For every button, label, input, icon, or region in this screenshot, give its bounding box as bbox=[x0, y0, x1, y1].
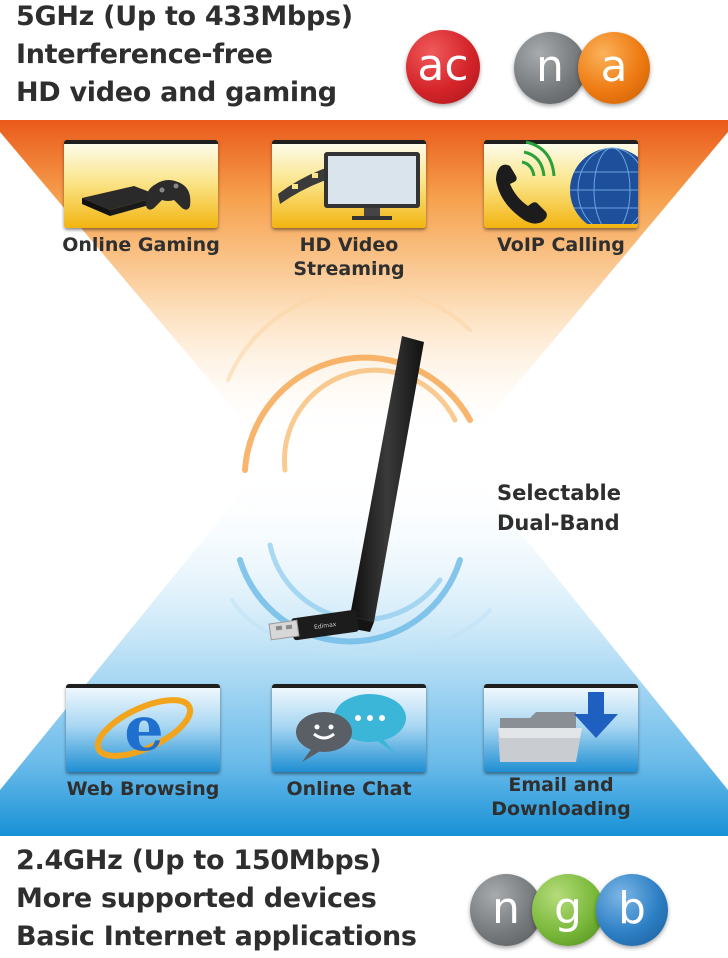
ac-badge-icon: ac bbox=[406, 30, 480, 104]
bottom-heading-line: 2.4GHz (Up to 150Mbps) bbox=[16, 845, 382, 876]
tile-label: VoIP Calling bbox=[476, 233, 646, 257]
g-badge-icon: g bbox=[532, 874, 604, 946]
tile-label-line: HD Video bbox=[299, 234, 399, 256]
top-heading: 5GHz (Up to 433Mbps) Interference-free H… bbox=[16, 0, 353, 112]
dual-band-label-line: Selectable bbox=[497, 481, 621, 505]
tile-label-line: Streaming bbox=[293, 258, 405, 280]
tile-label-line: Web Browsing bbox=[66, 778, 220, 800]
tile-online-chat bbox=[272, 684, 426, 772]
tile-label-line: Online Chat bbox=[286, 778, 412, 800]
tile-hd-video-streaming bbox=[272, 140, 426, 228]
n-badge-icon: n bbox=[470, 874, 542, 946]
dual-band-label: Selectable Dual-Band bbox=[497, 478, 621, 538]
tile-label: Online Chat bbox=[264, 777, 434, 801]
bottom-heading-line: More supported devices bbox=[16, 883, 377, 914]
badge-letter: ac bbox=[417, 39, 469, 91]
tile-label-line: Downloading bbox=[491, 798, 631, 820]
film-monitor-icon bbox=[278, 152, 420, 220]
tile-label-line: Email and bbox=[508, 774, 614, 796]
top-heading-line: 5GHz (Up to 433Mbps) bbox=[16, 1, 353, 32]
top-heading-line: Interference-free bbox=[16, 39, 273, 70]
chat-bubbles-icon bbox=[296, 694, 406, 762]
badge-letter: g bbox=[554, 882, 582, 934]
tile-email-downloading bbox=[484, 684, 638, 772]
web-browser-icon: e bbox=[94, 692, 194, 765]
tile-label-line: VoIP Calling bbox=[497, 234, 625, 256]
bottom-heading: 2.4GHz (Up to 150Mbps) More supported de… bbox=[16, 842, 417, 956]
phone-globe-icon bbox=[496, 140, 638, 224]
tile-voip-calling bbox=[484, 140, 638, 228]
usb-wifi-adapter-icon: Edimax bbox=[268, 336, 424, 641]
dual-band-label-line: Dual-Band bbox=[497, 511, 620, 535]
game-console-icon bbox=[82, 180, 191, 216]
tile-online-gaming bbox=[64, 140, 218, 228]
tile-label: HD Video Streaming bbox=[264, 233, 434, 281]
tile-web-browsing: e bbox=[66, 684, 220, 772]
b-badge-icon: b bbox=[596, 874, 668, 946]
badge-letter: n bbox=[492, 882, 520, 934]
bottom-heading-line: Basic Internet applications bbox=[16, 921, 417, 952]
a-badge-icon: a bbox=[578, 32, 650, 104]
svg-text:e: e bbox=[124, 692, 163, 765]
tile-label: Web Browsing bbox=[58, 777, 228, 801]
badge-letter: a bbox=[600, 40, 628, 92]
top-heading-line: HD video and gaming bbox=[16, 77, 337, 108]
badge-letter: b bbox=[618, 882, 646, 934]
badge-letter: n bbox=[536, 40, 564, 92]
tile-label-line: Online Gaming bbox=[62, 234, 220, 256]
folder-download-icon bbox=[498, 692, 618, 762]
n-badge-icon: n bbox=[514, 32, 586, 104]
tile-label: Online Gaming bbox=[56, 233, 226, 257]
device-brand-label: Edimax bbox=[314, 621, 338, 631]
tile-label: Email and Downloading bbox=[476, 773, 646, 821]
